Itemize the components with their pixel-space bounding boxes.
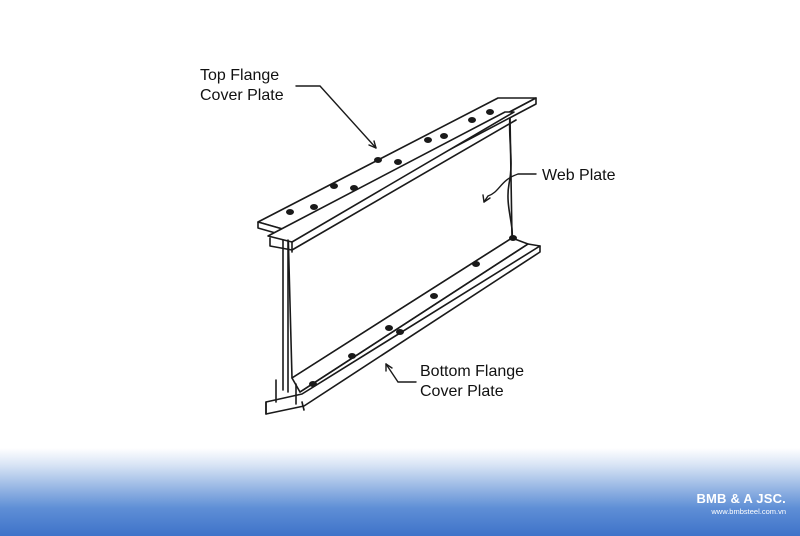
company-url: www.bmbsteel.com.vn: [711, 507, 786, 516]
top-flange-label-line1: Top Flange: [200, 67, 279, 84]
rivet-icon: [385, 325, 393, 331]
rivet-icon: [396, 329, 404, 335]
footer-gradient-band: [0, 448, 800, 536]
top-flange-leader-arrow: [295, 85, 377, 149]
bottom-flange-leader-arrow: [385, 363, 417, 383]
rivet-icon: [350, 185, 358, 191]
rivet-icon: [310, 204, 318, 210]
rivet-icon: [348, 353, 356, 359]
rivet-icon: [440, 133, 448, 139]
company-watermark: BMB & A JSC. www.bmbsteel.com.vn: [696, 492, 786, 516]
rivet-icon: [374, 157, 382, 163]
web-plate-edge: [507, 115, 514, 241]
bottom-flange-label-line1: Bottom Flange: [420, 363, 524, 380]
rivet-icon: [468, 117, 476, 123]
bottom-flange-label-line2: Cover Plate: [420, 383, 504, 400]
rivet-icon: [286, 209, 294, 215]
bottom-flange-rivets: [309, 235, 517, 387]
rivet-icon: [430, 293, 438, 299]
rivet-icon: [509, 235, 517, 241]
web-plate-leader-arrow: [483, 173, 537, 203]
rivet-icon: [472, 261, 480, 267]
web-plate-label: Web Plate: [542, 167, 616, 184]
rivet-icon: [394, 159, 402, 165]
top-flange-label-line2: Cover Plate: [200, 87, 284, 104]
top-flange-rivets: [286, 109, 494, 215]
top-flange: [267, 111, 515, 243]
rivet-icon: [486, 109, 494, 115]
rivet-icon: [424, 137, 432, 143]
rivet-icon: [330, 183, 338, 189]
rivet-icon: [309, 381, 317, 387]
company-name: BMB & A JSC.: [696, 491, 786, 506]
